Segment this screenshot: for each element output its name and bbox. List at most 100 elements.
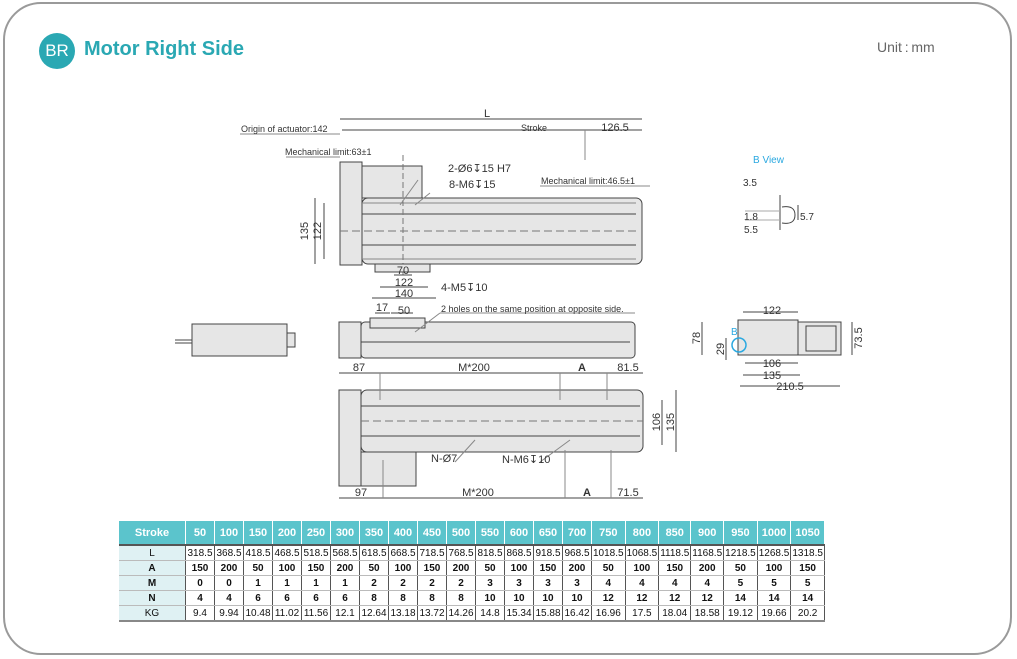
page-frame xyxy=(3,2,1012,655)
table-cell: 150 xyxy=(533,560,563,576)
bottom-dim-135: 135 xyxy=(665,413,677,431)
table-cell: 4 xyxy=(690,575,725,591)
table-cell: 5 xyxy=(723,575,758,591)
table-cell: 818.5 xyxy=(475,544,505,561)
table-cell: 6 xyxy=(243,590,273,606)
table-cell: 14 xyxy=(790,590,825,606)
table-cell: 13.72 xyxy=(417,605,447,622)
table-cell: 418.5 xyxy=(243,544,273,561)
table-cell: 868.5 xyxy=(504,544,534,561)
table-cell: 4 xyxy=(214,590,244,606)
unit-label: Unit : mm xyxy=(877,39,935,55)
table-header-stroke-value: 700 xyxy=(562,521,592,545)
motor-body xyxy=(361,165,423,199)
b-view-title: B View xyxy=(753,155,785,166)
table-cell: 12 xyxy=(625,590,660,606)
table-cell: 10 xyxy=(475,590,505,606)
table-cell: 6 xyxy=(272,590,302,606)
stroke-label: Stroke xyxy=(521,123,547,133)
table-cell: 150 xyxy=(185,560,215,576)
dim-70: 70 xyxy=(397,265,409,277)
table-cell: 200 xyxy=(214,560,244,576)
dim-5-5: 5.5 xyxy=(744,225,758,236)
table-cell: 4 xyxy=(591,575,626,591)
table-cell: 768.5 xyxy=(446,544,476,561)
table-cell: 3 xyxy=(475,575,505,591)
table-cell: 1118.5 xyxy=(658,544,692,561)
table-cell: 3 xyxy=(562,575,592,591)
table-header-stroke-value: 600 xyxy=(504,521,534,545)
table-cell: 150 xyxy=(301,560,331,576)
table-cell: 50 xyxy=(475,560,505,576)
table-cell: 4 xyxy=(625,575,660,591)
table-cell: 50 xyxy=(359,560,389,576)
table-cell: 6 xyxy=(301,590,331,606)
table-cell: 368.5 xyxy=(214,544,244,561)
table-cell: 100 xyxy=(757,560,792,576)
table-cell: 14.26 xyxy=(446,605,476,622)
table-cell: 200 xyxy=(690,560,725,576)
table-cell: 9.4 xyxy=(185,605,215,622)
hole-n-7: N-Ø7 xyxy=(431,453,457,465)
table-cell: 11.56 xyxy=(301,605,331,622)
table-cell: 19.66 xyxy=(757,605,792,622)
table-header-stroke-value: 500 xyxy=(446,521,476,545)
b-view xyxy=(745,195,799,230)
side-note: 2 holes on the same position at opposite… xyxy=(441,304,624,314)
table-cell: 14 xyxy=(723,590,758,606)
end-dim-78: 78 xyxy=(691,332,703,344)
table-cell: 10 xyxy=(562,590,592,606)
mech-limit-left: Mechanical limit:63±1 xyxy=(285,147,371,157)
dim-81-5: 81.5 xyxy=(617,362,638,374)
row-label: M xyxy=(119,575,186,591)
table-header-stroke-value: 300 xyxy=(330,521,360,545)
table-cell: 2 xyxy=(388,575,418,591)
table-header-stroke-value: 100 xyxy=(214,521,244,545)
table-cell: 618.5 xyxy=(359,544,389,561)
table-cell: 17.5 xyxy=(625,605,660,622)
dim-a-bottom: A xyxy=(583,487,591,499)
table-cell: 150 xyxy=(790,560,825,576)
table-cell: 50 xyxy=(243,560,273,576)
dim-122b: 122 xyxy=(395,277,413,289)
table-header-stroke-value: 1050 xyxy=(790,521,825,545)
table-cell: 8 xyxy=(417,590,447,606)
table-cell: 14 xyxy=(757,590,792,606)
bottom-view xyxy=(338,372,677,499)
table-cell: 19.12 xyxy=(723,605,758,622)
table-cell: 568.5 xyxy=(330,544,360,561)
dim-m200-bottom: M*200 xyxy=(462,487,494,499)
table-cell: 668.5 xyxy=(388,544,418,561)
table-header-stroke-value: 850 xyxy=(658,521,692,545)
table-cell: 100 xyxy=(504,560,534,576)
table-header-stroke-value: 400 xyxy=(388,521,418,545)
table-cell: 15.34 xyxy=(504,605,534,622)
table-cell: 13.18 xyxy=(388,605,418,622)
row-label: L xyxy=(119,544,186,561)
dim-L: L xyxy=(484,108,490,120)
mech-limit-right: Mechanical limit:46.5±1 xyxy=(541,176,635,186)
motor-side-view xyxy=(175,323,296,357)
dim-a-top: A xyxy=(578,362,586,374)
dim-m200-top: M*200 xyxy=(458,362,490,374)
table-cell: 18.58 xyxy=(690,605,725,622)
dim-135: 135 xyxy=(299,222,311,240)
section-badge: BR xyxy=(39,33,75,69)
table-cell: 918.5 xyxy=(533,544,563,561)
table-cell: 5 xyxy=(757,575,792,591)
table-cell: 12 xyxy=(690,590,725,606)
table-cell: 20.2 xyxy=(790,605,825,622)
table-cell: 1 xyxy=(301,575,331,591)
side-view xyxy=(338,312,636,359)
table-cell: 5 xyxy=(790,575,825,591)
dim-1-8: 1.8 xyxy=(744,212,758,223)
table-cell: 1218.5 xyxy=(723,544,758,561)
row-label: KG xyxy=(119,605,186,622)
end-dim-122: 122 xyxy=(763,305,781,317)
table-cell: 0 xyxy=(185,575,215,591)
hole-spec-2: 8-M6↧15 xyxy=(449,179,496,191)
